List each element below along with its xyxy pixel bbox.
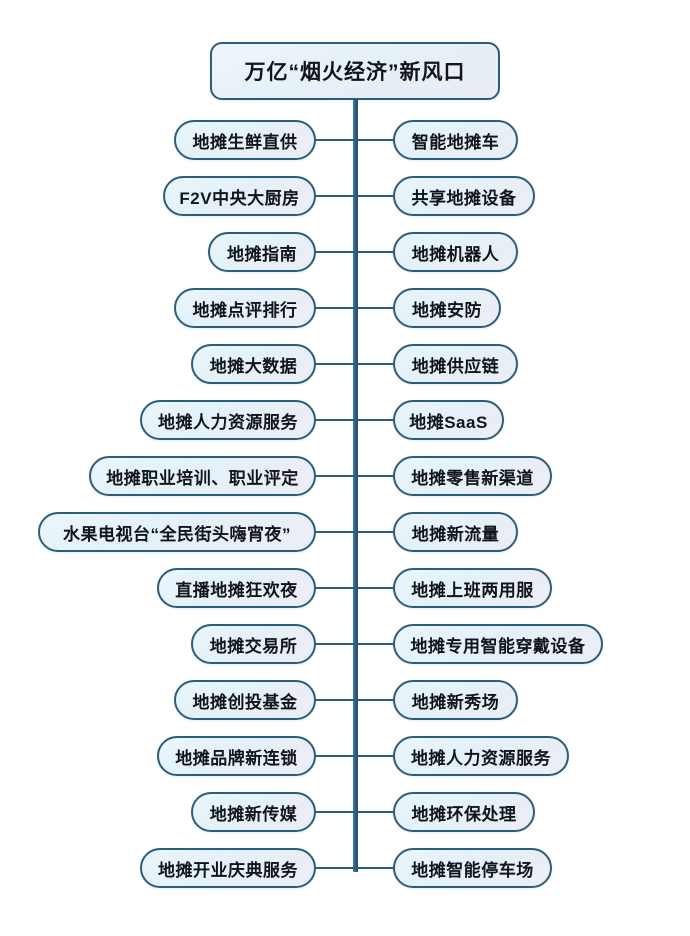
branch-connector [356,475,395,477]
right-branch-node-7[interactable]: 地摊零售新渠道 [393,456,552,496]
branch-label: 地摊专用智能穿戴设备 [410,636,586,656]
branch-connector [316,587,355,589]
right-branch-node-3[interactable]: 地摊机器人 [393,232,518,272]
left-branch-node-10[interactable]: 地摊交易所 [191,624,316,664]
right-branch-node-5[interactable]: 地摊供应链 [393,344,518,384]
branch-connector [356,867,395,869]
central-spine [353,100,358,872]
branch-label: 地摊生鲜直供 [192,132,298,152]
branch-connector [356,699,395,701]
branch-label: F2V中央大厨房 [179,188,300,208]
branch-label: 地摊点评排行 [192,300,298,320]
left-branch-node-8[interactable]: 水果电视台“全民街头嗨宵夜” [38,512,316,552]
branch-connector [316,531,355,533]
branch-label: 地摊新秀场 [411,692,500,712]
branch-label: 地摊上班两用服 [411,580,534,600]
root-title-node[interactable]: 万亿“烟火经济”新风口 [210,42,500,100]
branch-label: 地摊人力资源服务 [411,748,551,768]
branch-connector [356,363,395,365]
right-branch-node-14[interactable]: 地摊智能停车场 [393,848,552,888]
branch-label: 地摊零售新渠道 [411,468,534,488]
branch-label: 直播地摊狂欢夜 [175,580,298,600]
right-branch-node-12[interactable]: 地摊人力资源服务 [393,736,569,776]
left-branch-node-13[interactable]: 地摊新传媒 [191,792,316,832]
branch-connector [356,643,395,645]
right-branch-node-9[interactable]: 地摊上班两用服 [393,568,552,608]
branch-label: 地摊安防 [412,300,482,320]
root-title-label: 万亿“烟火经济”新风口 [244,61,466,84]
right-branch-node-11[interactable]: 地摊新秀场 [393,680,518,720]
branch-connector [316,699,355,701]
left-branch-node-1[interactable]: 地摊生鲜直供 [174,120,316,160]
branch-label: 地摊环保处理 [411,804,517,824]
branch-connector [316,251,355,253]
branch-connector [356,195,395,197]
right-branch-node-2[interactable]: 共享地摊设备 [393,176,535,216]
branch-label: 地摊机器人 [411,244,500,264]
branch-connector [316,755,355,757]
branch-connector [356,531,395,533]
left-branch-node-5[interactable]: 地摊大数据 [191,344,316,384]
branch-connector [356,419,395,421]
left-branch-node-14[interactable]: 地摊开业庆典服务 [140,848,316,888]
branch-connector [316,363,355,365]
branch-connector [316,867,355,869]
branch-connector [316,419,355,421]
branch-connector [356,251,395,253]
branch-label: 地摊指南 [227,244,297,264]
branch-label: 地摊交易所 [209,636,298,656]
branch-connector [316,811,355,813]
branch-connector [316,307,355,309]
left-branch-node-3[interactable]: 地摊指南 [208,232,316,272]
left-branch-node-2[interactable]: F2V中央大厨房 [163,176,316,216]
left-branch-node-6[interactable]: 地摊人力资源服务 [140,400,316,440]
right-branch-node-4[interactable]: 地摊安防 [393,288,501,328]
left-branch-node-9[interactable]: 直播地摊狂欢夜 [157,568,316,608]
branch-label: 地摊SaaS [409,412,488,432]
right-branch-node-10[interactable]: 地摊专用智能穿戴设备 [393,624,603,664]
branch-label: 地摊供应链 [411,356,500,376]
branch-connector [356,755,395,757]
branch-label: 地摊职业培训、职业评定 [106,468,299,488]
left-branch-node-11[interactable]: 地摊创投基金 [174,680,316,720]
right-branch-node-8[interactable]: 地摊新流量 [393,512,518,552]
branch-label: 智能地摊车 [411,132,500,152]
right-branch-node-1[interactable]: 智能地摊车 [393,120,518,160]
branch-connector [316,195,355,197]
right-branch-node-13[interactable]: 地摊环保处理 [393,792,535,832]
branch-connector [316,139,355,141]
left-branch-node-4[interactable]: 地摊点评排行 [174,288,316,328]
branch-label: 共享地摊设备 [411,188,517,208]
right-branch-node-6[interactable]: 地摊SaaS [393,400,504,440]
branch-connector [356,139,395,141]
branch-connector [356,307,395,309]
branch-connector [316,475,355,477]
branch-label: 地摊创投基金 [192,692,298,712]
left-branch-node-7[interactable]: 地摊职业培训、职业评定 [89,456,316,496]
branch-label: 地摊智能停车场 [411,860,534,880]
branch-label: 地摊开业庆典服务 [158,860,298,880]
branch-label: 水果电视台“全民街头嗨宵夜” [63,524,291,544]
left-branch-node-12[interactable]: 地摊品牌新连锁 [157,736,316,776]
branch-label: 地摊新流量 [411,524,500,544]
branch-connector [316,643,355,645]
branch-label: 地摊品牌新连锁 [175,748,298,768]
branch-label: 地摊人力资源服务 [158,412,298,432]
branch-connector [356,811,395,813]
branch-connector [356,587,395,589]
branch-label: 地摊新传媒 [209,804,298,824]
branch-label: 地摊大数据 [209,356,298,376]
